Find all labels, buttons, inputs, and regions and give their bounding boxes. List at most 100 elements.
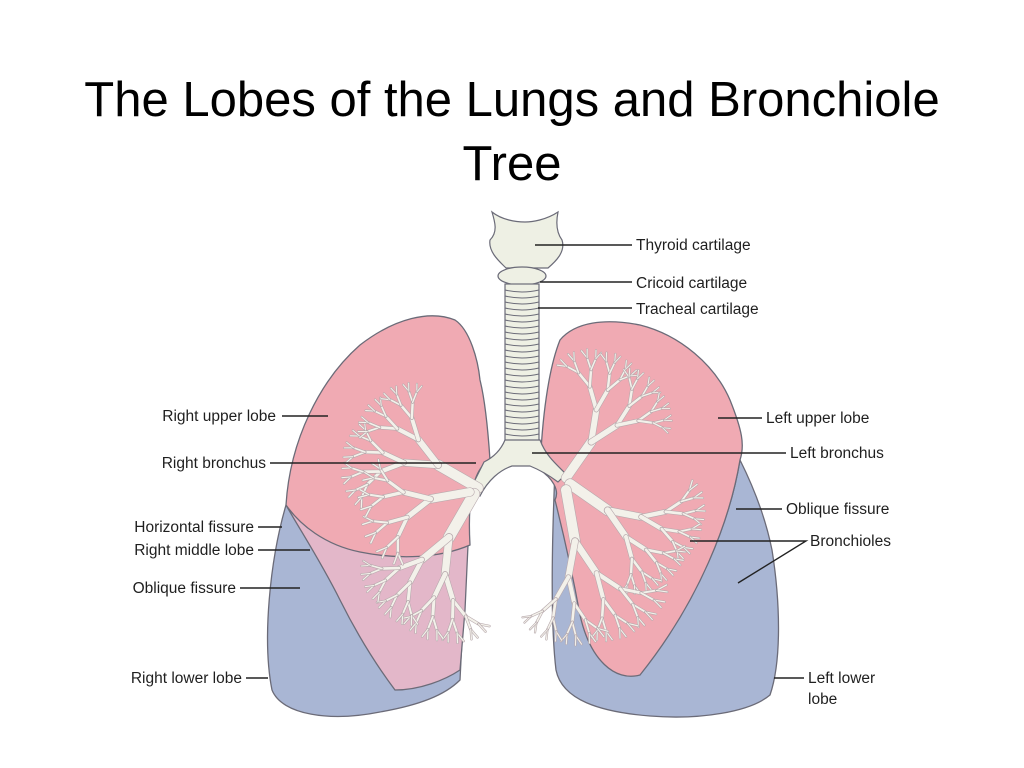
bronchiole: [631, 603, 647, 613]
bronchiole: [415, 436, 442, 469]
bronchiole: [421, 628, 429, 638]
label-thyroid-cartilage: Thyroid cartilage: [636, 237, 751, 254]
bronchiole: [416, 385, 423, 393]
bronchiole: [631, 378, 639, 391]
label-left-lower-lobe-line2: lobe: [808, 691, 837, 708]
tracheal-ring: [504, 403, 540, 407]
bronchiole: [395, 426, 421, 442]
bronchiole: [577, 371, 592, 388]
bronchiole: [608, 361, 616, 375]
bronchiole: [623, 534, 649, 552]
bronchiole: [384, 594, 398, 602]
bronchiole: [652, 422, 664, 429]
tracheal-ring: [504, 427, 540, 431]
bronchiole: [552, 616, 557, 633]
bronchiole: [470, 628, 473, 640]
bronchiole: [605, 360, 611, 375]
bronchiole: [660, 527, 681, 533]
bronchiole: [546, 617, 554, 631]
bronchiole: [395, 581, 412, 597]
bronchiole: [663, 419, 673, 422]
bronchiole: [560, 359, 568, 368]
bronchiole: [631, 603, 639, 619]
bronchiole: [655, 589, 668, 593]
bronchiole: [384, 606, 392, 615]
bronchiole: [361, 416, 369, 424]
bronchiole: [565, 538, 579, 581]
label-left-bronchus: Left bronchus: [790, 445, 884, 462]
label-tracheal-cartilage: Tracheal cartilage: [636, 301, 759, 318]
bronchiole: [376, 546, 388, 553]
label-right-lower-lobe: Right lower lobe: [131, 670, 242, 687]
bronchiole: [566, 621, 574, 635]
bronchiole: [354, 496, 363, 505]
bronchiole: [641, 391, 654, 397]
bronchiole: [396, 557, 425, 571]
bronchiole: [614, 356, 621, 364]
bronchiole: [590, 358, 597, 371]
bronchiole: [571, 621, 577, 637]
bronchiole: [606, 378, 622, 392]
right-bronchiole-tree: [340, 381, 491, 645]
bronchiole: [614, 614, 621, 630]
bronchiole: [385, 515, 409, 525]
bronchiole: [369, 564, 383, 570]
bronchiole: [379, 468, 389, 482]
bronchiole: [662, 427, 669, 434]
bronchiole: [364, 531, 377, 538]
bronchiole: [594, 388, 610, 412]
bronchiole: [596, 627, 605, 638]
label-right-bronchus: Right bronchus: [162, 455, 267, 472]
bronchiole: [442, 571, 456, 603]
bronchiole: [464, 615, 472, 631]
bronchiole: [628, 388, 634, 408]
leader-bronchioles: [690, 540, 809, 584]
bronchiole: [689, 536, 698, 544]
bronchiole: [561, 485, 581, 547]
label-right-middle-lobe: Right middle lobe: [134, 542, 254, 559]
bronchiole: [396, 613, 404, 622]
bronchiole: [624, 534, 634, 561]
bronchiole: [637, 410, 653, 422]
bronchiole: [588, 422, 620, 445]
tracheal-ring: [504, 325, 540, 329]
label-left-upper-lobe: Left upper lobe: [766, 410, 869, 427]
bronchiole: [601, 617, 607, 633]
bronchiole: [350, 467, 364, 473]
bronchiole: [367, 421, 381, 429]
bronchiole: [554, 630, 557, 642]
bronchiole: [628, 367, 631, 378]
bronchiole: [655, 561, 662, 575]
bronchiole: [566, 574, 577, 606]
bronchiole: [618, 587, 643, 595]
bronchiole: [540, 629, 548, 638]
tracheal-ring: [504, 415, 540, 419]
bronchiole: [441, 533, 453, 578]
leader-lines: [240, 244, 809, 679]
bronchiole: [644, 548, 665, 555]
bronchiole: [691, 528, 702, 531]
bronchiole: [451, 598, 455, 621]
label-horizontal-fissure: Horizontal fissure: [134, 519, 254, 536]
bronchiole: [381, 490, 406, 499]
bronchiole: [406, 581, 412, 604]
bronchiole: [477, 623, 487, 633]
bronchiole: [371, 520, 389, 524]
bronchiole: [614, 614, 629, 625]
tracheal-rings: [504, 289, 540, 437]
bronchiole: [374, 521, 389, 534]
bronchiole: [664, 500, 683, 514]
bronchiole: [362, 560, 371, 566]
bronchiole: [624, 363, 632, 370]
bronchiole: [409, 622, 417, 631]
label-bronchioles: Bronchioles: [810, 533, 891, 550]
thyroid-cartilage: [489, 210, 564, 269]
bronchiole: [615, 404, 632, 428]
tracheal-ring: [504, 367, 540, 371]
tracheal-ring: [504, 307, 540, 311]
bronchiole: [641, 571, 647, 584]
bronchiole: [378, 460, 407, 474]
bronchiole: [370, 531, 377, 544]
left-upper-lobe: [539, 321, 743, 677]
bronchiole: [584, 618, 599, 630]
